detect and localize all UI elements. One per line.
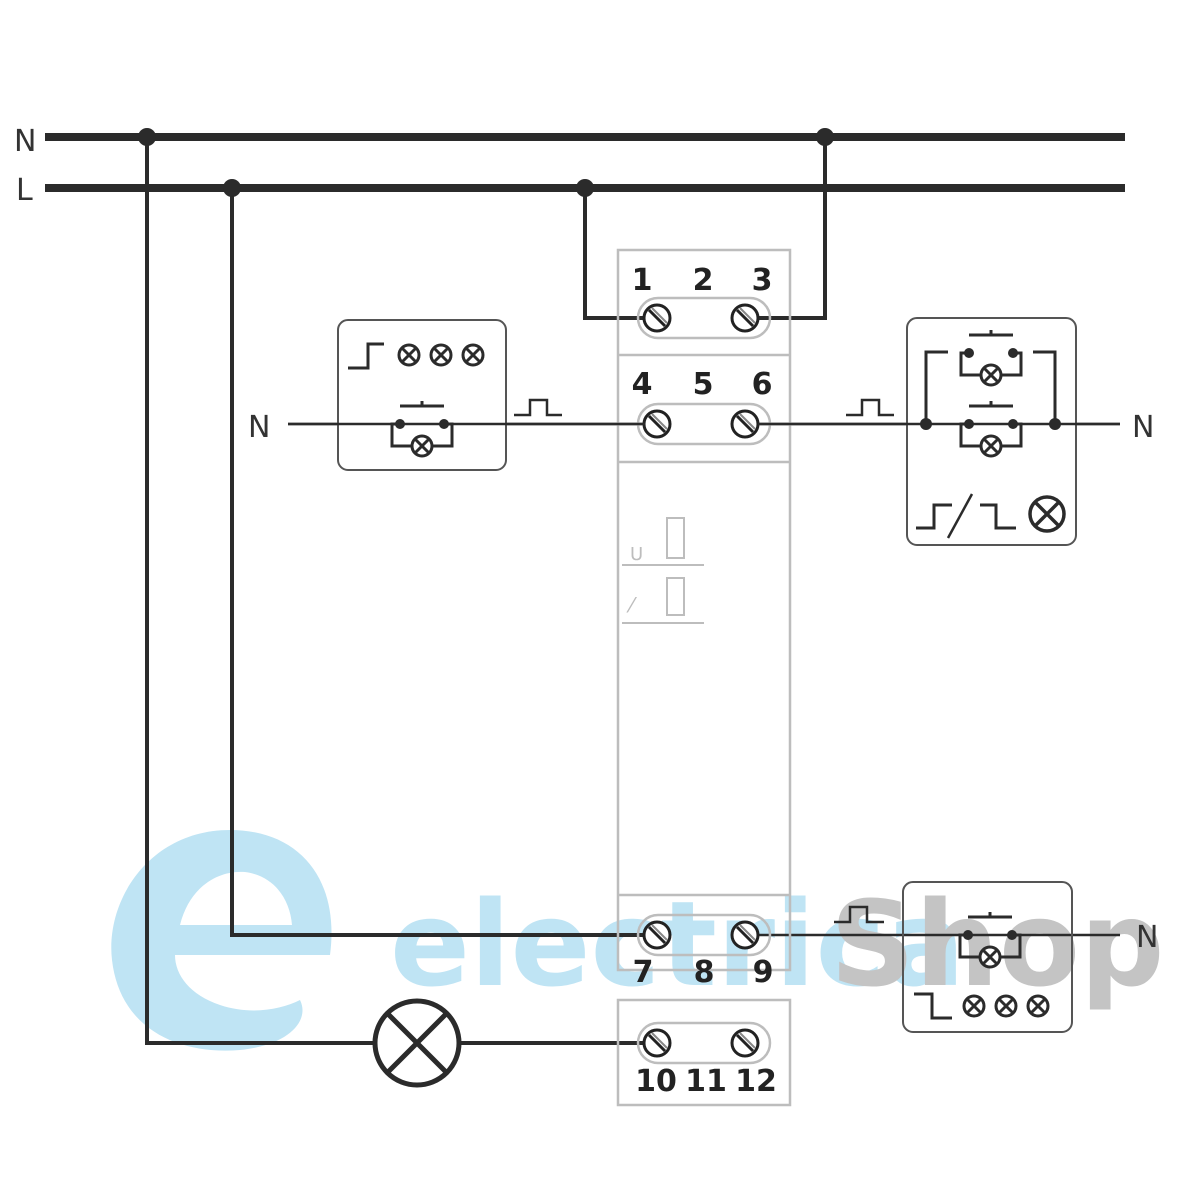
load-lamp-icon (372, 998, 462, 1088)
junctions (138, 128, 834, 197)
right-switch-box (758, 317, 1120, 546)
terminal-8: 8 (694, 955, 715, 990)
terminal-3: 3 (752, 263, 773, 298)
lamp-icon (1028, 495, 1066, 533)
pulse-icon (514, 398, 562, 417)
terminal-7: 7 (633, 955, 654, 990)
bottom-switch-box (902, 881, 1073, 1033)
watermark: electrica Shop (111, 830, 1165, 1051)
terminal-11: 11 (685, 1064, 727, 1099)
power-indicator-label: U (630, 544, 643, 565)
right-neutral-label: N (1132, 410, 1154, 445)
terminal-5: 5 (693, 367, 714, 402)
terminal-numbers: 1 2 3 4 5 6 7 8 9 10 11 12 (632, 263, 777, 1099)
watermark-text-shop: Shop (830, 875, 1165, 1013)
watermark-text-electrica: electrica (390, 875, 965, 1013)
neutral-bus-label: N (14, 124, 36, 159)
left-switch-box (288, 319, 645, 471)
watermark-logo-icon (111, 830, 332, 1051)
pulse-icon (834, 905, 884, 924)
falling-edge-icon (914, 992, 952, 1020)
rising-edge-icon (348, 342, 384, 370)
terminal-10: 10 (635, 1064, 677, 1099)
left-neutral-label: N (248, 410, 270, 445)
rising-edge-icon (916, 503, 952, 530)
relay-indicator-label: ⁄ (626, 593, 637, 617)
relay-module (616, 248, 792, 1107)
terminal-12: 12 (735, 1064, 777, 1099)
wires (145, 137, 827, 1045)
falling-edge-icon (980, 503, 1016, 530)
terminal-4: 4 (632, 367, 653, 402)
terminal-9: 9 (753, 955, 774, 990)
pulse-icon (846, 398, 894, 417)
terminal-2: 2 (693, 263, 714, 298)
line-bus-label: L (16, 173, 33, 208)
terminal-1: 1 (632, 263, 653, 298)
terminal-6: 6 (752, 367, 773, 402)
bottom-neutral-label: N (1136, 920, 1158, 955)
